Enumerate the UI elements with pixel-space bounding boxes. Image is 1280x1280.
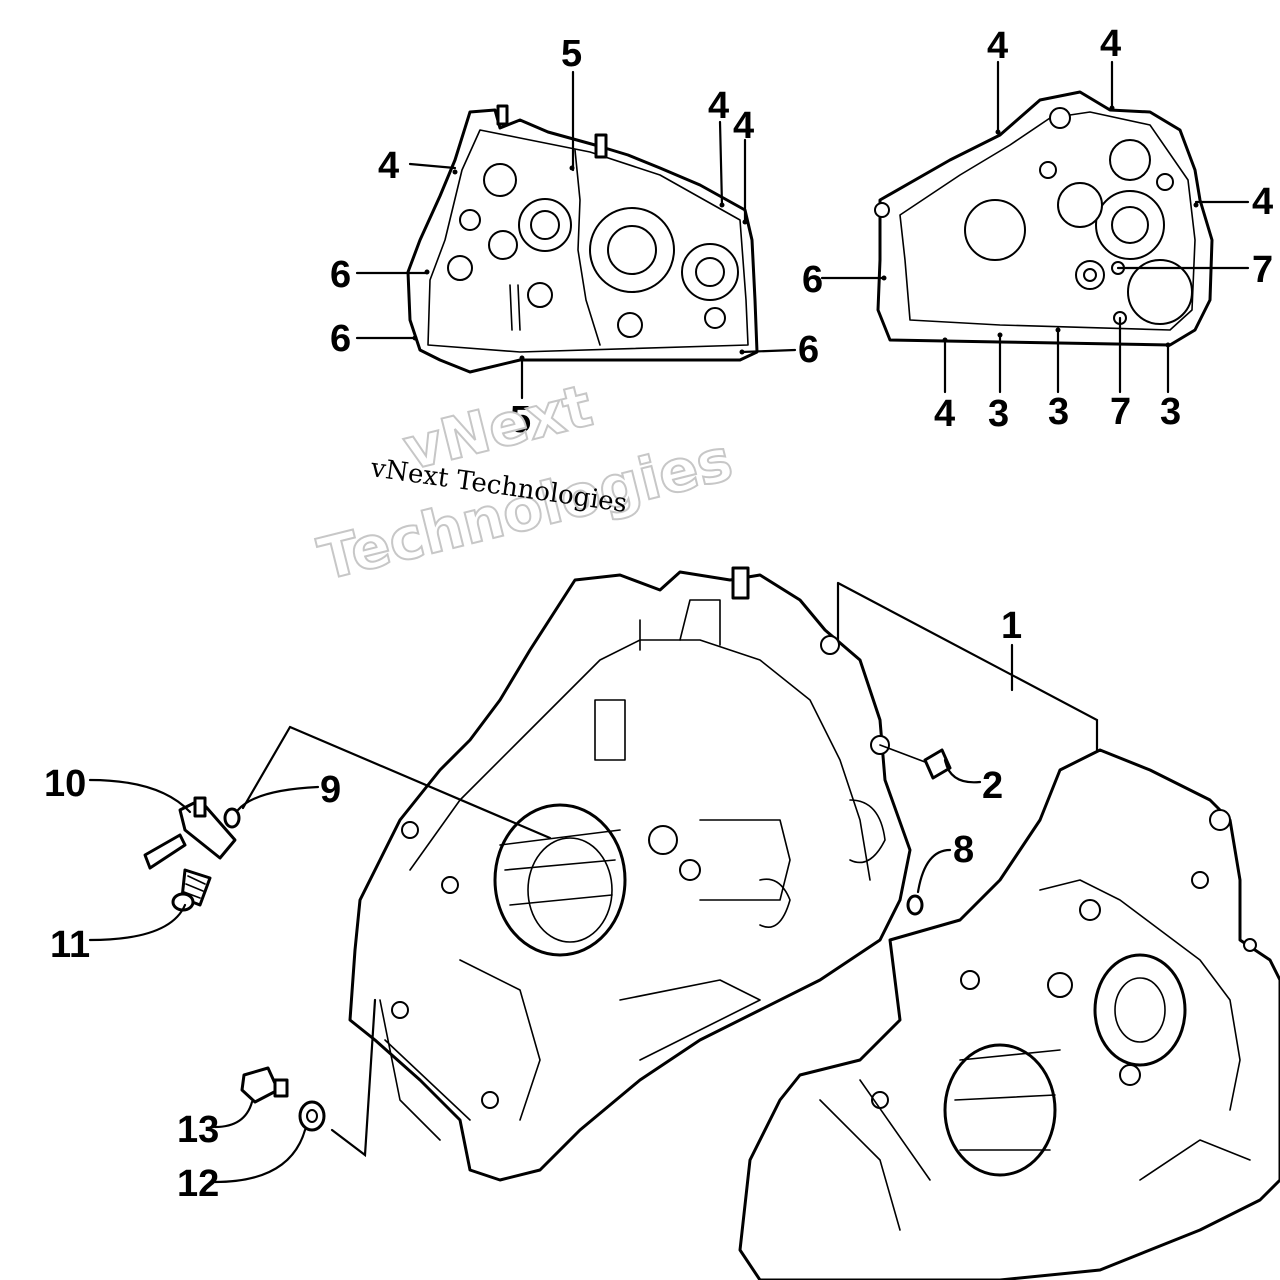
- right-case-half-top-view: [874, 90, 1214, 348]
- callout-6-lower-left: 6: [330, 318, 351, 360]
- right-crankcase-half: [738, 748, 1280, 1280]
- dowel-pin-part-2: [879, 744, 952, 780]
- callout-5-top-left: 5: [561, 33, 582, 75]
- callout-4-top-b: 4: [1100, 23, 1121, 65]
- callout-4-upper-right-b: 4: [733, 105, 754, 147]
- callout-12: 12: [177, 1163, 219, 1205]
- callout-6-right: 6: [798, 329, 819, 371]
- callout-5-bottom: 5: [510, 399, 531, 441]
- left-case-half-top-view: [406, 104, 759, 374]
- callout-4-upper-right-a: 4: [708, 85, 729, 127]
- callout-1: 1: [1001, 605, 1022, 647]
- callout-7-bottom: 7: [1110, 391, 1131, 433]
- leader-lines: [88, 60, 1250, 1184]
- callout-labels: 5 4 4 4 6 6 6 5 4 4 4 6 7 4 3 3 7 3 1 2 …: [44, 23, 1273, 1205]
- callout-13: 13: [177, 1109, 219, 1151]
- callout-4-left: 4: [378, 145, 399, 187]
- callout-10: 10: [44, 763, 86, 805]
- callout-3-c: 3: [1160, 391, 1181, 433]
- callout-4-top-a: 4: [987, 25, 1008, 67]
- callout-6-mid-left: 6: [802, 259, 823, 301]
- callout-6-upper-left: 6: [330, 254, 351, 296]
- callout-4-bottom: 4: [934, 393, 955, 435]
- bolt-part-11: [171, 868, 212, 912]
- drain-bolt-part-13: [240, 1066, 289, 1104]
- callout-2: 2: [982, 765, 1003, 807]
- callout-4-far-right: 4: [1252, 181, 1273, 223]
- washer-part-9: [223, 807, 241, 829]
- tensioner-part-10: [143, 796, 237, 870]
- callout-3-a: 3: [988, 393, 1009, 435]
- callout-3-b: 3: [1048, 391, 1069, 433]
- callout-7-right: 7: [1252, 249, 1273, 291]
- callout-9: 9: [320, 769, 341, 811]
- callout-11: 11: [50, 924, 90, 966]
- o-ring-part-8: [906, 894, 924, 916]
- callout-8: 8: [953, 829, 974, 871]
- washer-part-12: [298, 1100, 326, 1132]
- watermark: vNext Technologies vNext Technologies: [311, 370, 740, 594]
- left-crankcase-half: [348, 566, 912, 1182]
